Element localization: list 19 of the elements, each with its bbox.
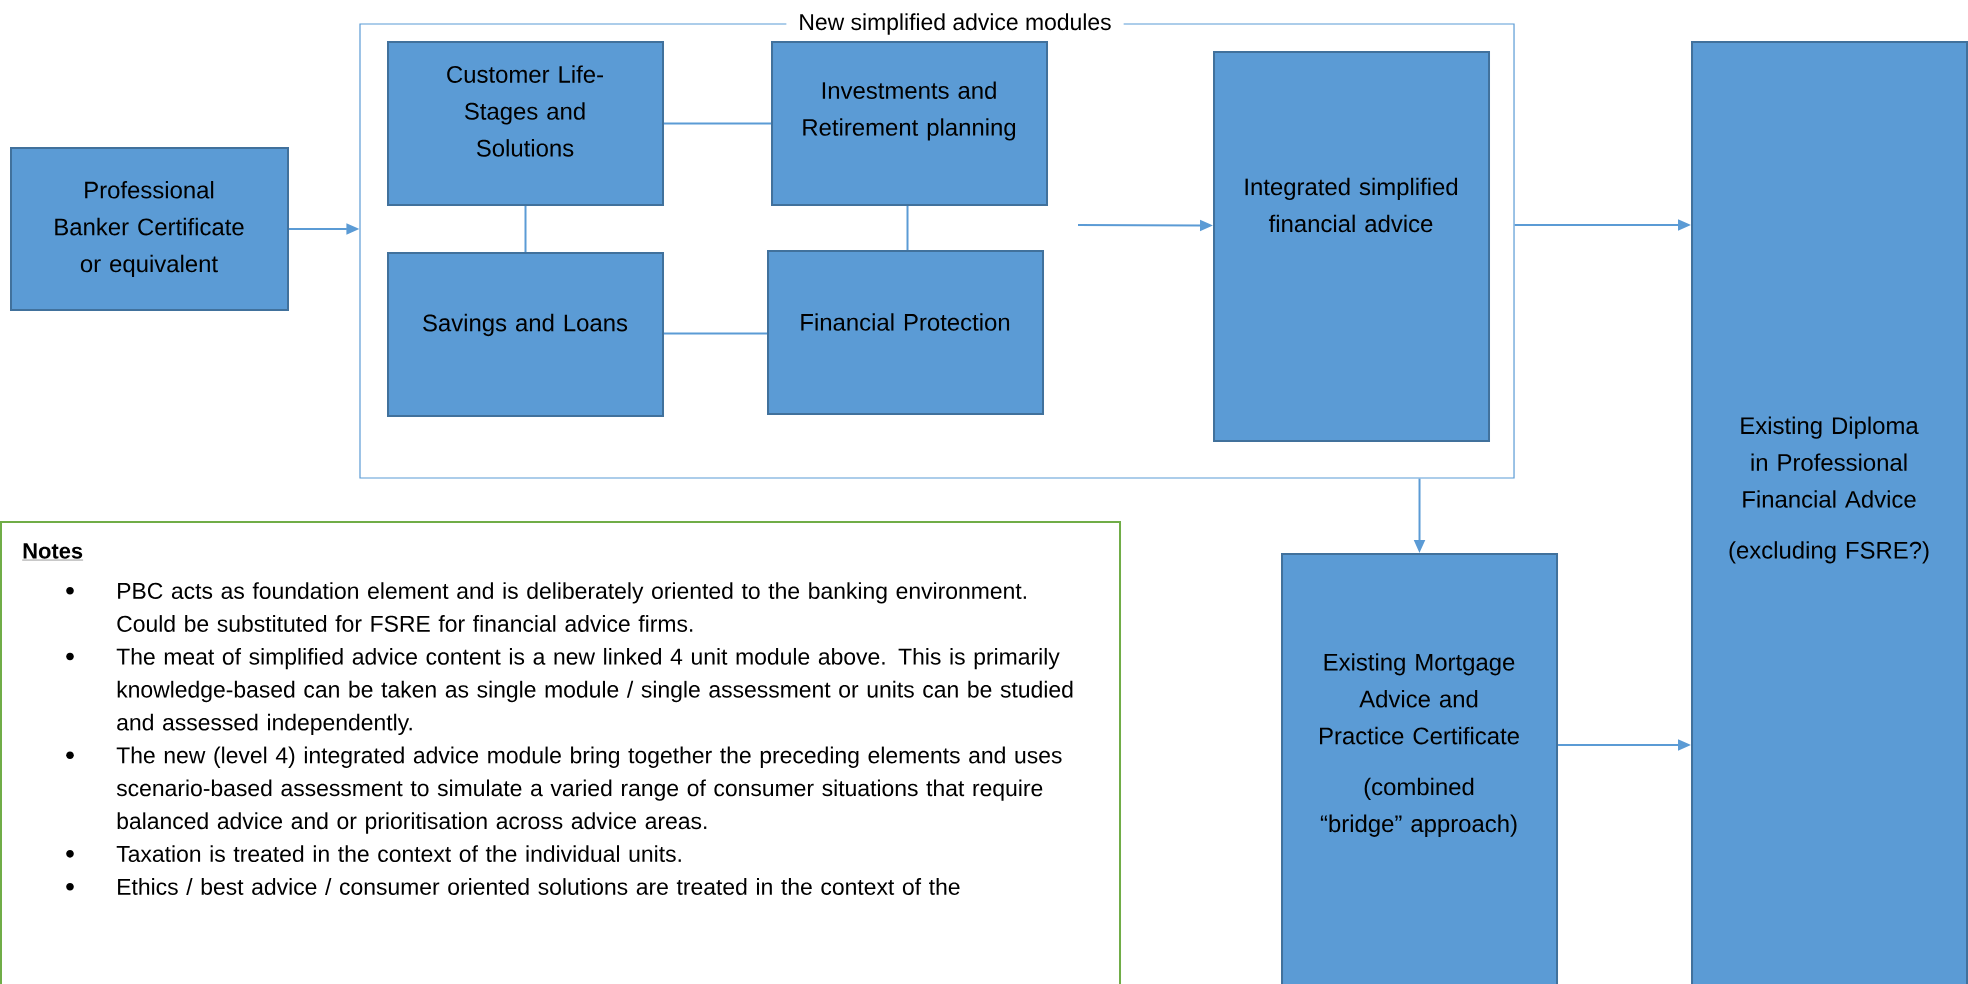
module-box: Savings and Loans: [387, 252, 664, 417]
connector-line: [524, 205, 527, 253]
bullet-item: The meat of simplified advice content is a new linked 4 unit module above. This is primarily knowledge-based can be taken as single module / single assessment or units can be studied and assessed independently.: [66, 647, 1073, 736]
bullet-item: PBC acts as foundation element and is deliberately oriented to the banking environment. Could be substituted for FSRE for financial advice firms.: [66, 582, 1026, 632]
module-box: Integrated simplified financial advice: [1213, 51, 1490, 442]
module-box: Customer Life-Stages and Solutions: [387, 41, 664, 206]
notes-box: [0, 521, 1121, 984]
module-box: Existing Mortgage Advice and Practice Certificate (combined “bridge” approach): [1281, 553, 1558, 984]
module-box: Existing Diploma in Professional Financial Advice (excluding FSRE?): [1691, 41, 1968, 984]
bullet-item: The new (level 4) integrated advice module bring together the preceding elements and uses scenario-based assessment to simulate a varied range of consumer situations that require balanced advice and or prioritisation across advice areas.: [66, 746, 1062, 834]
bullet-item: Ethics / best advice / consumer oriented solutions are treated in the context of the: [66, 878, 960, 895]
connector-line: [663, 332, 768, 335]
module-box: Financial Protection: [767, 250, 1044, 415]
connector-line: [906, 205, 909, 251]
connector-line: [663, 122, 772, 125]
notes-heading: Notes: [22, 543, 84, 561]
module-box: Professional Banker Certificate or equivalent: [10, 147, 289, 311]
module-box: Investments and Retirement planning: [771, 41, 1048, 206]
bullet-item: Taxation is treated in the context of the individual units.: [66, 845, 681, 863]
